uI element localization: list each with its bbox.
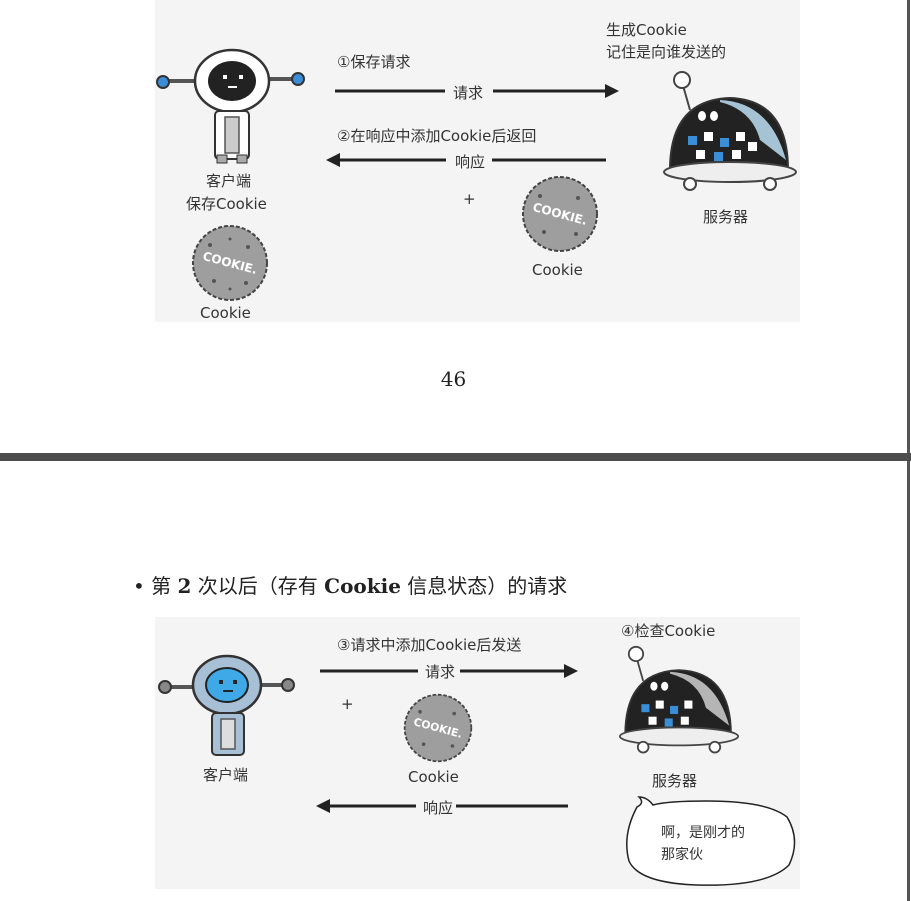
cookie-icon: COOKIE. — [522, 176, 598, 252]
response-arrow-2 — [316, 799, 568, 813]
cookie-icon: COOKIE. — [403, 693, 473, 763]
server-note-line2: 记住是向谁发送的 — [606, 43, 727, 61]
bullet-glyph: • — [133, 574, 145, 598]
request-arrow — [335, 84, 619, 98]
section-heading: • 第 2 次以后（存有 Cookie 信息状态）的请求 — [133, 570, 567, 599]
page-top: 客户端 保存Cookie COOKIE. Cookie ①保存请求 请求 ②在响… — [0, 0, 910, 454]
heading-pre: 第 — [151, 574, 178, 598]
response-label: 响应 — [455, 153, 486, 171]
server-note-line1: 生成Cookie — [606, 21, 687, 39]
heading-num: 2 — [177, 574, 192, 598]
step-4-label: ④检查Cookie — [621, 622, 716, 640]
heading-cookie: Cookie — [324, 574, 401, 598]
plus-sign-2: + — [341, 695, 354, 713]
speech-line2: 那家伙 — [661, 847, 703, 863]
client-label: 客户端 — [206, 172, 252, 190]
heading-mid: 次以后（存有 — [191, 574, 325, 598]
cookie-label-2: Cookie — [408, 768, 459, 786]
request-label-2: 请求 — [425, 663, 456, 681]
step-2-label: ②在响应中添加Cookie后返回 — [337, 127, 537, 145]
plus-sign: + — [463, 190, 476, 208]
cookie-label-server: Cookie — [532, 261, 583, 279]
server-robot-icon — [618, 645, 740, 754]
heading-post: 信息状态）的请求 — [400, 574, 568, 598]
cookie-icon: COOKIE. — [192, 225, 268, 301]
speech-line1: 啊，是刚才的 — [661, 825, 745, 841]
request-label: 请求 — [453, 84, 484, 102]
server-label-2: 服务器 — [652, 772, 698, 790]
client-saves-cookie-label: 保存Cookie — [186, 195, 267, 213]
step-1-label: ①保存请求 — [337, 53, 411, 71]
client-label-2: 客户端 — [203, 766, 249, 784]
client-robot-icon — [156, 48, 305, 164]
page-number: 46 — [440, 367, 467, 391]
page-separator — [0, 453, 911, 461]
server-label: 服务器 — [703, 208, 749, 226]
response-label-2: 响应 — [423, 799, 454, 817]
client-robot-icon — [158, 654, 295, 756]
cookie-label-client: Cookie — [200, 304, 251, 322]
step-3-label: ③请求中添加Cookie后发送 — [337, 636, 522, 654]
speech-bubble — [626, 796, 796, 886]
request-arrow-2 — [320, 664, 578, 678]
response-arrow — [326, 153, 606, 167]
server-robot-icon — [663, 71, 797, 191]
